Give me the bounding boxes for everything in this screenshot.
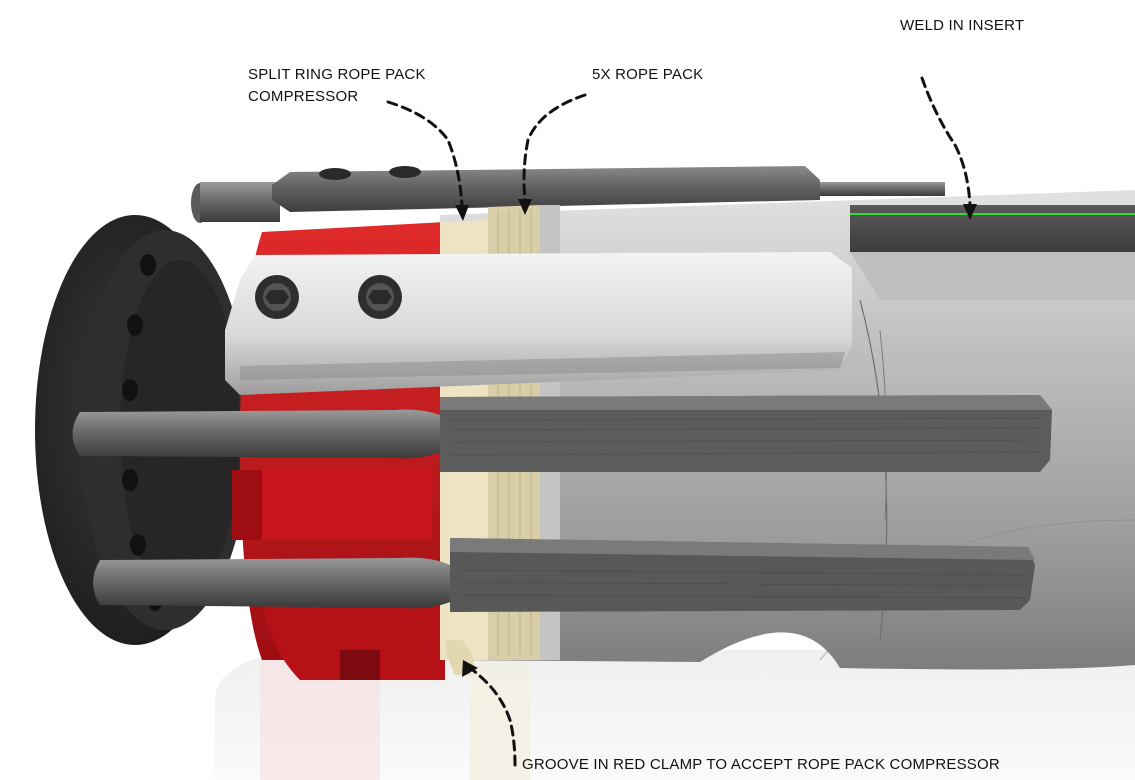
leader-groove bbox=[468, 666, 517, 767]
leader-weld-insert bbox=[920, 76, 972, 207]
silver-clamp-bar bbox=[225, 252, 852, 395]
callout-rope-pack: 5X ROPE PACK bbox=[592, 66, 704, 83]
callout-groove: GROOVE IN RED CLAMP TO ACCEPT ROPE PACK … bbox=[522, 756, 1000, 773]
leader-lines bbox=[386, 76, 972, 767]
arrowhead-groove bbox=[462, 660, 478, 677]
arrowhead-weld-insert bbox=[963, 204, 977, 220]
middle-rod bbox=[72, 395, 1052, 472]
weld-insert bbox=[850, 205, 1135, 300]
arrowhead-split-ring bbox=[455, 205, 469, 221]
hex-bolt-right bbox=[358, 275, 402, 319]
callout-split-ring-line1: SPLIT RING ROPE PACK bbox=[248, 66, 426, 83]
reflection bbox=[215, 650, 1135, 780]
callout-weld-insert: WELD IN INSERT bbox=[900, 17, 1025, 34]
hex-bolt-left bbox=[255, 275, 299, 319]
leader-arrowheads bbox=[455, 199, 977, 677]
top-clamp-bar bbox=[272, 166, 820, 212]
lower-rod bbox=[93, 538, 1035, 612]
leader-rope-pack bbox=[522, 93, 587, 202]
callout-split-ring-line2: COMPRESSOR bbox=[248, 88, 359, 105]
leader-split-ring bbox=[386, 100, 464, 208]
arrowhead-rope-pack bbox=[518, 199, 532, 215]
